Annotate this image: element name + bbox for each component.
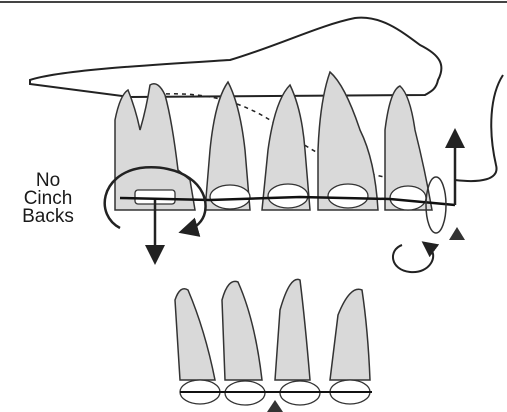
- lower-triangle-marker-icon: [267, 400, 283, 412]
- bracket-3: [328, 184, 368, 208]
- no-cinch-backs-label: No Cinch Backs: [14, 172, 82, 226]
- lower-tooth-4: [330, 289, 370, 380]
- label-line-3: Backs: [14, 208, 82, 226]
- bracket-4: [390, 186, 426, 210]
- lower-tooth-3: [275, 279, 310, 380]
- lower-tooth-2: [222, 281, 262, 380]
- face-contour: [455, 75, 503, 181]
- rotation-arrow-icon: [393, 245, 433, 272]
- bracket-1: [210, 185, 250, 209]
- triangle-marker-icon: [449, 227, 465, 240]
- gum-outline: [30, 18, 441, 97]
- lower-tooth-1: [175, 289, 215, 380]
- lower-teeth: [175, 279, 370, 380]
